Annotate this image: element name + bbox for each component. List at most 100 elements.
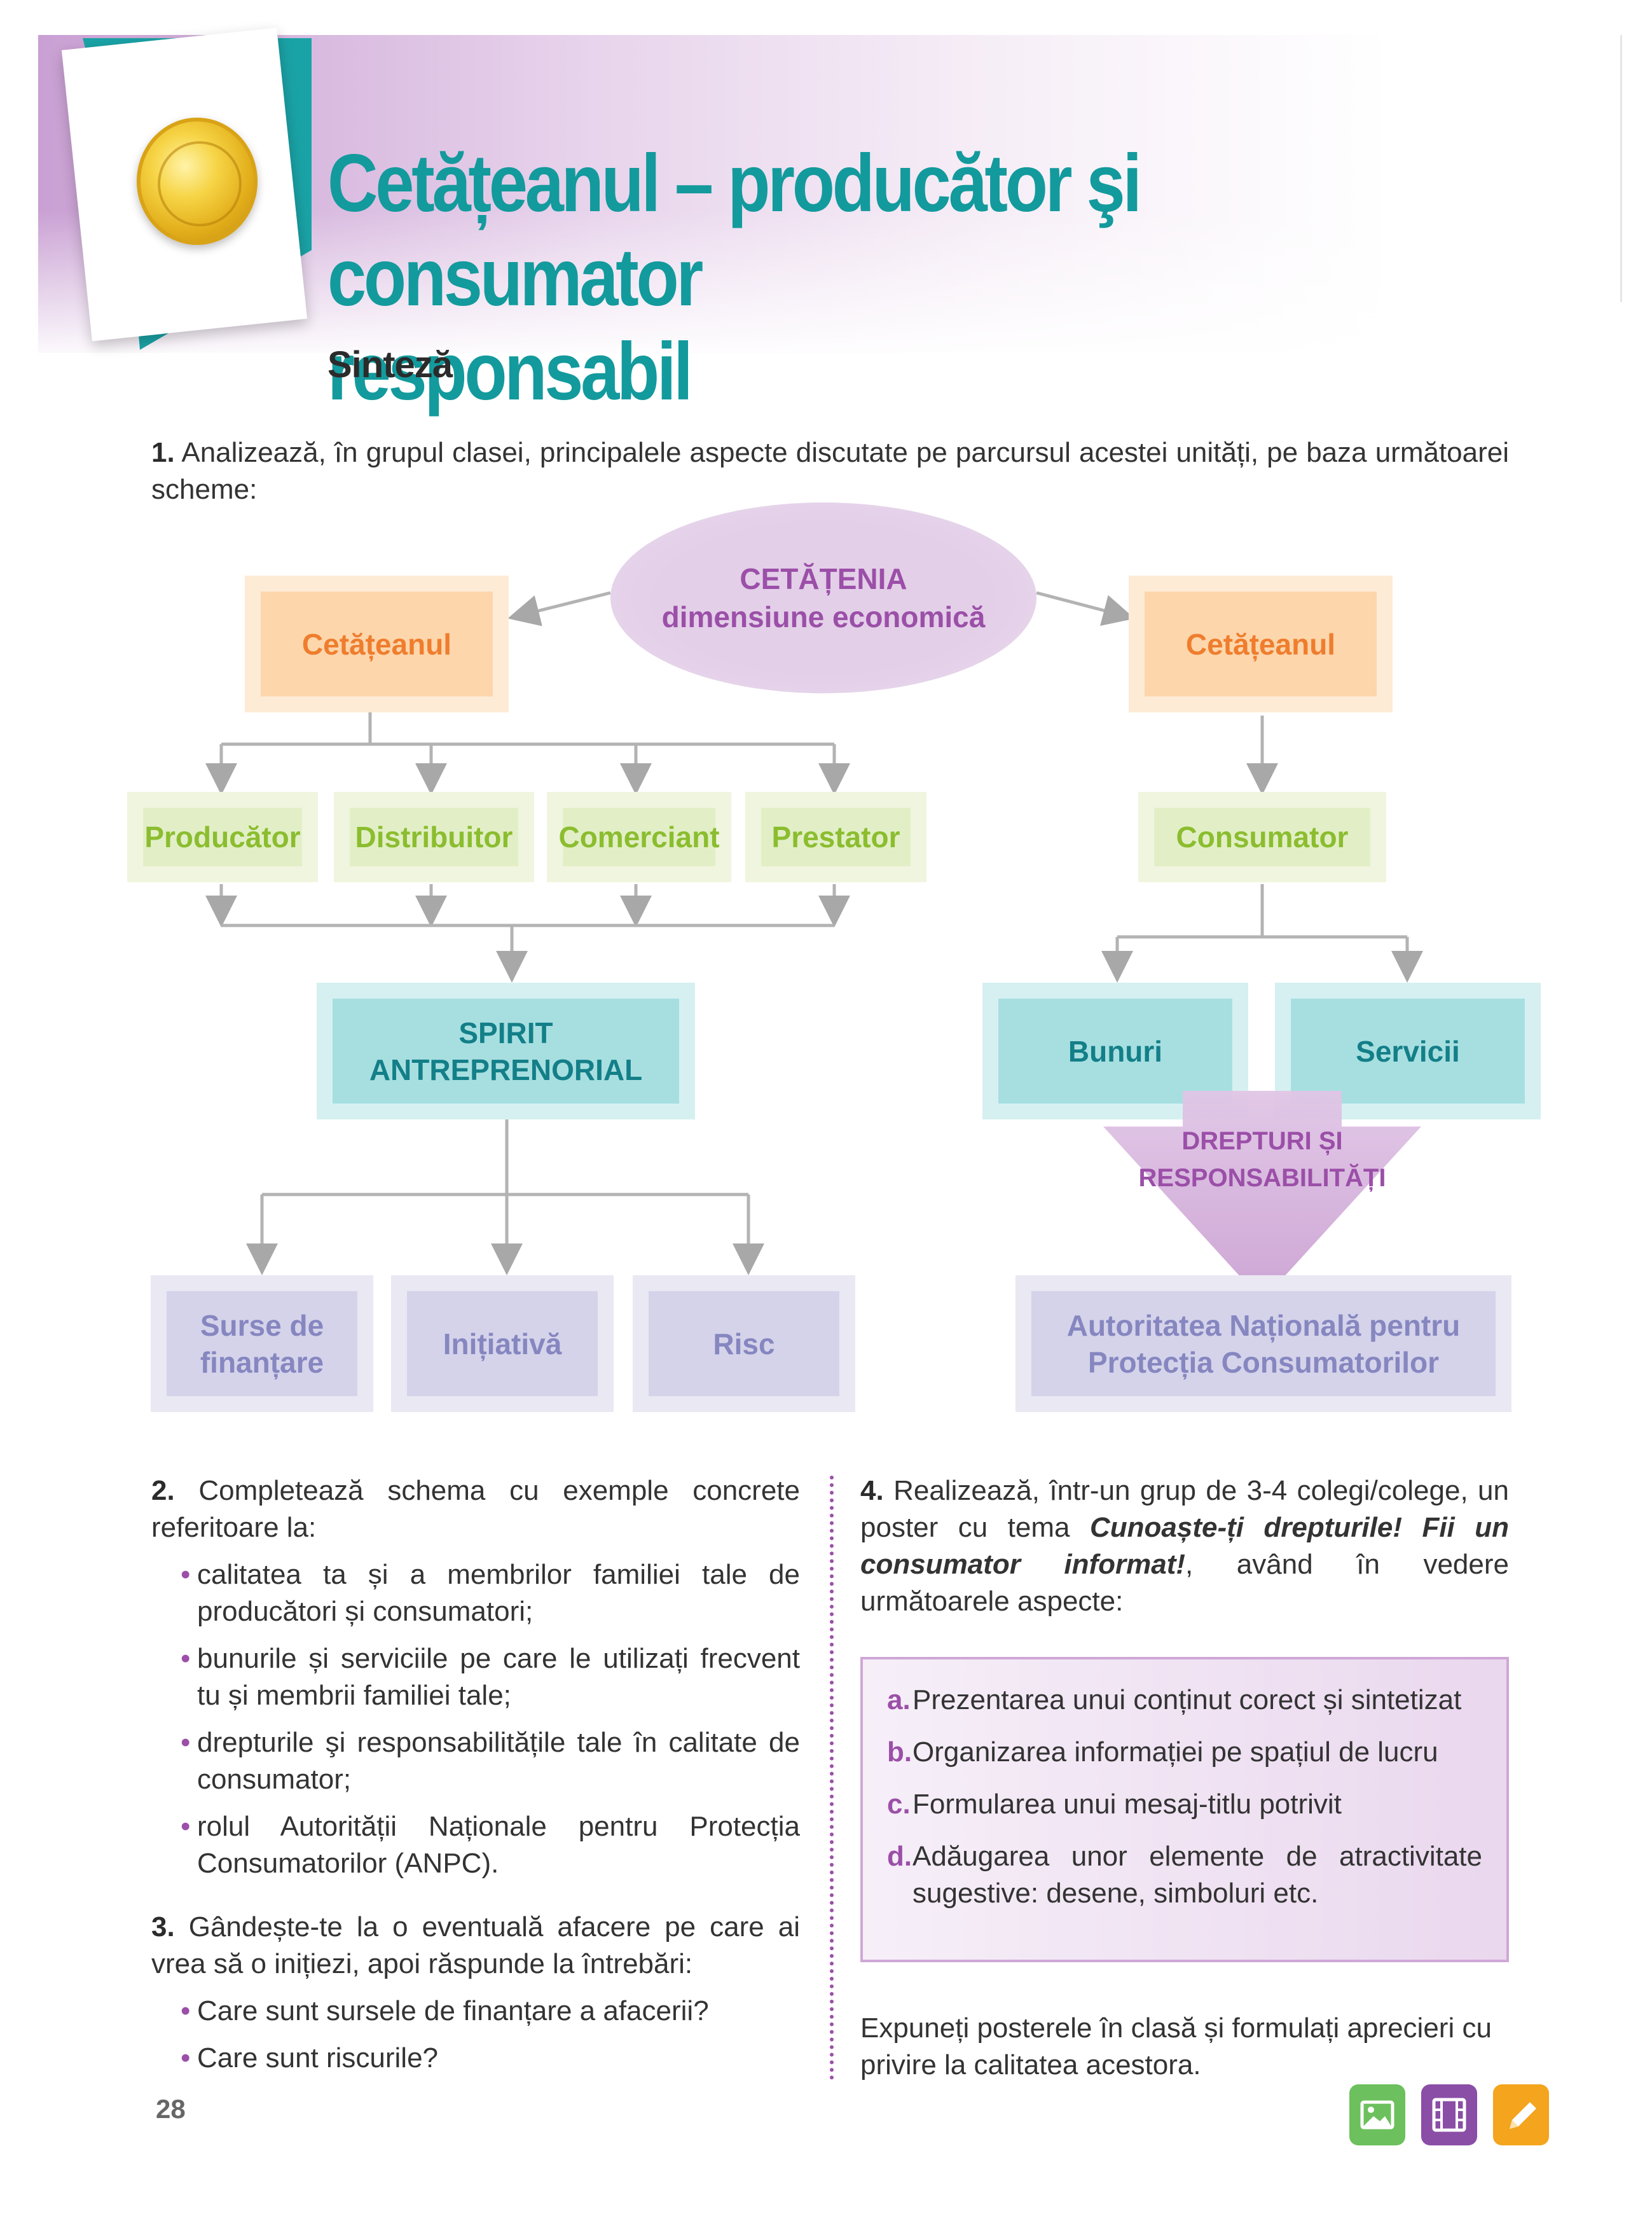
- risc-label: Risc: [649, 1291, 839, 1396]
- role-label-producator: Producător: [143, 808, 302, 866]
- question-4-text-before: Realizează, într-un grup de 3-4 colegi/c…: [860, 1475, 1509, 1543]
- coin-rim: [158, 141, 242, 226]
- initiativa-box: Inițiativă: [391, 1275, 614, 1412]
- title-line-1: Cetățeanul – producător şi consumator: [327, 138, 1142, 323]
- anpc-box: Autoritatea Națională pentru Protecția C…: [1015, 1275, 1511, 1412]
- surse-line-1: Surse de: [200, 1308, 324, 1342]
- question-4-closing: Expuneți posterele în clasă și formulați…: [860, 2012, 1492, 2081]
- left-root-label: Cetățeanul: [261, 592, 493, 696]
- cetatenia-subtitle: dimensiune economică: [661, 600, 986, 634]
- question-3-number: 3.: [151, 1911, 175, 1942]
- bullet-text: calitatea ta și a membrilor familiei tal…: [197, 1559, 800, 1627]
- criteria-text: Organizarea informației pe spațiul de lu…: [912, 1736, 1438, 1768]
- arrow-center-to-left-root: [507, 591, 611, 627]
- question-2-bullet: •drepturile şi responsabilitățile tale î…: [151, 1724, 800, 1798]
- spirit-label: SPIRIT ANTREPRENORIAL: [333, 999, 679, 1104]
- bullet-text: Care sunt riscurile?: [197, 2042, 439, 2074]
- question-2-text: Completează schema cu exemple concrete r…: [151, 1475, 800, 1543]
- question-3-bullet: •Care sunt sursele de finanțare a afacer…: [151, 1993, 800, 2030]
- spirit-line-2: ANTREPRENORIAL: [369, 1053, 643, 1086]
- role-label-comerciant: Comerciant: [558, 808, 720, 866]
- spirit-line-1: SPIRIT: [458, 1016, 553, 1049]
- question-3-bullet: •Care sunt riscurile?: [151, 2040, 800, 2077]
- film-icon-glyph: [1432, 2098, 1466, 2132]
- servicii-label: Servicii: [1291, 999, 1525, 1104]
- servicii-box: Servicii: [1275, 983, 1541, 1119]
- role-box-prestator: Prestator: [745, 792, 926, 882]
- anpc-label: Autoritatea Națională pentru Protecția C…: [1031, 1291, 1496, 1396]
- poster-criteria-box: a.Prezentarea unui conținut corect și si…: [860, 1657, 1509, 1962]
- criteria-item: c.Formularea unui mesaj-titlu potrivit: [887, 1786, 1482, 1823]
- question-2-bullet: •calitatea ta și a membrilor familiei ta…: [151, 1556, 800, 1630]
- bullet-text: drepturile şi responsabilitățile tale în…: [197, 1727, 800, 1795]
- anpc-line-1: Autoritatea Națională pentru: [1066, 1308, 1461, 1342]
- right-column: 4. Realizează, într-un grup de 3-4 coleg…: [860, 1472, 1509, 1620]
- cetatenia-title: CETĂȚENIA: [740, 562, 907, 595]
- criteria-letter: d.: [887, 1841, 912, 1872]
- film-icon[interactable]: [1421, 2084, 1477, 2145]
- question-4-emphasis: Cunoaște-ți drepturile! Fii un consumato…: [860, 1512, 1509, 1580]
- question-4-number: 4.: [860, 1475, 884, 1506]
- criteria-item: d.Adăugarea unor elemente de atractivita…: [887, 1838, 1482, 1912]
- bullet-text: bunurile și serviciile pe care le utiliz…: [197, 1643, 800, 1711]
- bullet-dot: •: [181, 1811, 191, 1842]
- role-label-distribuitor: Distribuitor: [350, 808, 518, 866]
- question-2-bullet: •rolul Autorității Naționale pentru Prot…: [151, 1808, 800, 1882]
- criteria-text: Prezentarea unui conținut corect și sint…: [912, 1684, 1462, 1715]
- page-number: 28: [156, 2094, 186, 2124]
- question-2-number: 2.: [151, 1475, 175, 1506]
- image-icon[interactable]: [1349, 2084, 1405, 2145]
- cetatenia-ellipse: CETĂȚENIA dimensiune economică: [610, 502, 1036, 693]
- criteria-letter: c.: [887, 1789, 911, 1820]
- criteria-text: Adăugarea unor elemente de atractivitate…: [912, 1841, 1482, 1909]
- role-box-producator: Producător: [127, 792, 318, 882]
- consumator-label: Consumator: [1154, 808, 1370, 866]
- rights-line-2: RESPONSABILITĂȚI: [1138, 1164, 1386, 1192]
- criteria-item: a.Prezentarea unui conținut corect și si…: [887, 1682, 1482, 1719]
- bullet-text: Care sunt sursele de finanțare a afaceri…: [197, 1995, 709, 2026]
- arrow-center-to-right-root: [1036, 591, 1135, 627]
- rights-line-1: DREPTURI ȘI: [1181, 1127, 1343, 1155]
- role-label-prestator: Prestator: [761, 808, 911, 866]
- right-root-box: Cetățeanul: [1129, 576, 1393, 712]
- question-2: 2. Completează schema cu exemple concret…: [151, 1472, 800, 1546]
- question-4-text-after: , având în vedere următoarele aspecte:: [860, 1549, 1509, 1617]
- question-3: 3. Gândește-te la o eventuală afacere pe…: [151, 1909, 800, 1983]
- pencil-icon-glyph: [1510, 2102, 1536, 2129]
- anpc-line-2: Protecția Consumatorilor: [1087, 1345, 1440, 1379]
- criteria-text: Formularea unui mesaj-titlu potrivit: [912, 1789, 1342, 1820]
- role-box-distribuitor: Distribuitor: [334, 792, 534, 882]
- right-root-label: Cetățeanul: [1145, 592, 1377, 696]
- criteria-letter: a.: [887, 1684, 911, 1715]
- bullet-dot: •: [181, 2042, 191, 2074]
- surse-label: Surse de finanțare: [167, 1291, 357, 1396]
- criteria-letter: b.: [887, 1736, 912, 1768]
- rights-label: DREPTURI ȘI RESPONSABILITĂȚI: [1103, 1123, 1421, 1196]
- bullet-dot: •: [181, 1643, 191, 1674]
- image-icon-glyph: [1360, 2100, 1394, 2129]
- left-root-box: Cetățeanul: [245, 576, 509, 712]
- question-1: 1. Analizează, în grupul clasei, princip…: [151, 434, 1509, 508]
- question-4: 4. Realizează, într-un grup de 3-4 coleg…: [860, 1472, 1509, 1620]
- bullet-dot: •: [181, 1995, 191, 2026]
- pencil-icon[interactable]: [1493, 2084, 1549, 2145]
- title-line-2: responsabil: [327, 326, 693, 417]
- criteria-item: b.Organizarea informației pe spațiul de …: [887, 1734, 1482, 1771]
- bullet-dot: •: [181, 1727, 191, 1758]
- surse-box: Surse de finanțare: [151, 1275, 373, 1412]
- initiativa-label: Inițiativă: [407, 1291, 598, 1396]
- risc-box: Risc: [633, 1275, 855, 1412]
- role-box-comerciant: Comerciant: [547, 792, 731, 882]
- page-subtitle: Sinteză: [327, 344, 453, 385]
- bullet-text: rolul Autorității Naționale pentru Prote…: [197, 1811, 800, 1879]
- question-2-bullet: •bunurile și serviciile pe care le utili…: [151, 1640, 800, 1714]
- consumator-box: Consumator: [1138, 792, 1386, 882]
- column-divider: [830, 1476, 834, 2080]
- question-3-text: Gândește-te la o eventuală afacere pe ca…: [151, 1911, 800, 1979]
- question-1-number: 1.: [151, 437, 175, 468]
- bunuri-label: Bunuri: [998, 999, 1232, 1104]
- question-1-text: Analizează, în grupul clasei, principale…: [151, 437, 1510, 505]
- page-edge-line: [1620, 35, 1622, 302]
- page-title: Cetățeanul – producător şi consumator re…: [327, 137, 1366, 419]
